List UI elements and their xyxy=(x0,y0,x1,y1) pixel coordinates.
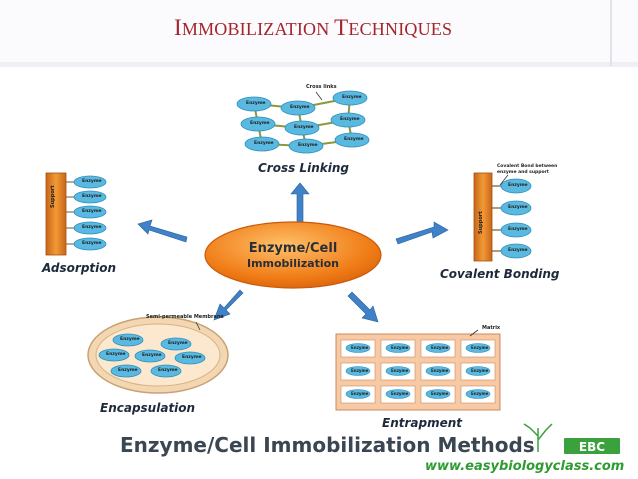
encapsulation-group xyxy=(87,316,229,394)
enzyme-label: Enzyme xyxy=(254,141,274,146)
covalent-annotation-line1: Covalent Bond between xyxy=(497,164,558,169)
enzyme-label: Enzyme xyxy=(471,345,489,350)
enzyme-label: Enzyme xyxy=(431,345,449,350)
cross-links-annotation: Cross links xyxy=(306,84,337,90)
enzyme-label: Enzyme xyxy=(508,248,528,253)
covalent-support-label: Support xyxy=(478,211,484,234)
header-band xyxy=(0,0,638,66)
enzyme-label: Enzyme xyxy=(344,137,364,142)
enzyme-label: Enzyme xyxy=(168,341,188,346)
enzyme-label: Enzyme xyxy=(471,391,489,396)
enzyme-label: Enzyme xyxy=(471,368,489,373)
enzyme-label: Enzyme xyxy=(298,143,318,148)
enzyme-label: Enzyme xyxy=(82,225,102,230)
cross-linking-caption: Cross Linking xyxy=(258,161,349,175)
center-label-line1: Enzyme/Cell xyxy=(249,241,338,256)
enzyme-label: Enzyme xyxy=(182,355,202,360)
enzyme-label: Enzyme xyxy=(82,209,102,214)
center-label-line2: Immobilization xyxy=(247,257,339,270)
covalent-bonding-group xyxy=(473,172,532,262)
covalent-bonding-caption: Covalent Bonding xyxy=(440,267,560,281)
enzyme-label: Enzyme xyxy=(118,368,138,373)
arrow-right xyxy=(395,221,449,245)
ebc-logo: EBC xyxy=(523,423,620,454)
enzyme-label: Enzyme xyxy=(120,337,140,342)
arrow-up xyxy=(290,182,310,223)
diagram-footer-title: Enzyme/Cell Immobilization Methods xyxy=(120,433,535,457)
enzyme-label: Enzyme xyxy=(250,121,270,126)
enzyme-label: Enzyme xyxy=(508,183,528,188)
header-right-rule xyxy=(610,0,612,66)
enzyme-label: Enzyme xyxy=(391,368,409,373)
arrow-down-right xyxy=(347,291,379,323)
entrapment-group xyxy=(335,329,501,411)
enzyme-label: Enzyme xyxy=(431,368,449,373)
adsorption-caption: Adsorption xyxy=(42,261,117,275)
enzyme-label: Enzyme xyxy=(158,368,178,373)
arrow-down-left xyxy=(213,289,244,321)
ebc-logo-box xyxy=(564,438,620,454)
enzyme-label: Enzyme xyxy=(142,353,162,358)
source-url: www.easybiologyclass.com xyxy=(425,459,625,474)
enzyme-label: Enzyme xyxy=(106,352,126,357)
enzyme-label: Enzyme xyxy=(508,205,528,210)
adsorption-support-label: Support xyxy=(50,185,56,208)
enzyme-label: Enzyme xyxy=(82,241,102,246)
enzyme-label: Enzyme xyxy=(342,95,362,100)
enzyme-label: Enzyme xyxy=(391,345,409,350)
cross-linking-group xyxy=(236,90,370,154)
covalent-annotation-line2: enzyme and support xyxy=(497,170,549,175)
enzyme-label: Enzyme xyxy=(508,227,528,232)
enzyme-label: Enzyme xyxy=(82,179,102,184)
arrows xyxy=(137,182,449,323)
ebc-logo-text: EBC xyxy=(579,440,605,454)
enzyme-label: Enzyme xyxy=(391,391,409,396)
enzyme-label: Enzyme xyxy=(340,117,360,122)
slide-title: IMMOBILIZATION TECHNIQUES xyxy=(174,15,453,40)
enzyme-label: Enzyme xyxy=(246,101,266,106)
enzyme-label: Enzyme xyxy=(82,194,102,199)
center-oval xyxy=(204,221,382,289)
entrapment-caption: Entrapment xyxy=(382,416,463,430)
enzyme-label: Enzyme xyxy=(351,368,369,373)
header-divider xyxy=(0,62,638,67)
enzyme-label: Enzyme xyxy=(290,105,310,110)
enzyme-label: Enzyme xyxy=(431,391,449,396)
enzyme-label: Enzyme xyxy=(351,345,369,350)
adsorption-group xyxy=(45,172,107,256)
membrane-annotation: Semi-permeable Membrane xyxy=(146,314,224,320)
enzyme-label: Enzyme xyxy=(294,125,314,130)
arrow-left xyxy=(137,219,188,243)
enzyme-label: Enzyme xyxy=(351,391,369,396)
matrix-annotation: Matrix xyxy=(482,325,501,331)
encapsulation-caption: Encapsulation xyxy=(100,401,196,415)
